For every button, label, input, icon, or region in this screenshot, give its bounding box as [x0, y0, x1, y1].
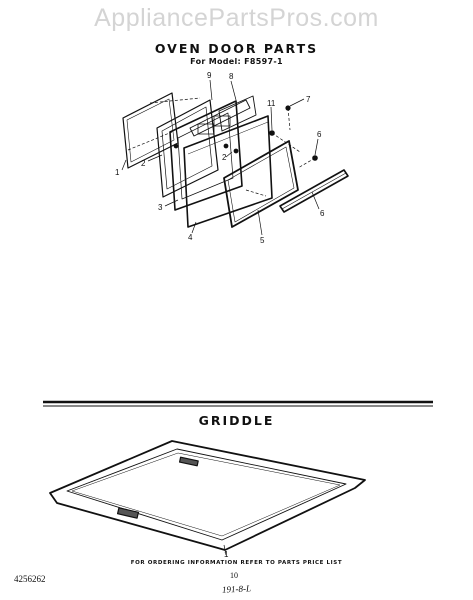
part-door-handle [279, 169, 349, 213]
callout-2b: 2 [222, 153, 227, 162]
callout-2a: 2 [141, 159, 146, 168]
oven-door-title: OVEN DOOR PARTS [154, 41, 319, 56]
griddle-drawing [49, 440, 366, 556]
page-number: 10 [230, 571, 238, 580]
callout-9: 8 [229, 72, 234, 81]
callout-4: 4 [188, 233, 193, 242]
section-divider [43, 400, 433, 407]
griddle-callout-1: 1 [224, 550, 229, 559]
part-door-panel [183, 115, 273, 228]
model-number: For Model: F8597-1 [190, 57, 283, 66]
callout-10: 9 [207, 71, 212, 80]
griddle-title: GRIDDLE [198, 413, 275, 428]
part-screws [173, 105, 318, 161]
watermark: AppliancePartsPros.com [94, 4, 379, 32]
handwritten-note: 191-8-L [221, 583, 252, 595]
part-door-liner [169, 100, 243, 211]
callout-1: 1 [115, 168, 120, 177]
callout-7: 6 [317, 130, 322, 139]
part-glass-frame [156, 99, 219, 198]
callout-11: 11 [267, 99, 276, 108]
ordering-note: FOR ORDERING INFORMATION REFER TO PARTS … [130, 560, 343, 566]
callout-8: 7 [306, 95, 311, 104]
part-inner-glass [122, 92, 179, 169]
callout-6: 6 [320, 209, 325, 218]
document-number: 4256262 [14, 574, 46, 584]
callout-5: 5 [260, 236, 265, 245]
part-insulation [189, 95, 257, 137]
callout-3: 3 [158, 203, 163, 212]
part-outer-door [223, 140, 299, 228]
